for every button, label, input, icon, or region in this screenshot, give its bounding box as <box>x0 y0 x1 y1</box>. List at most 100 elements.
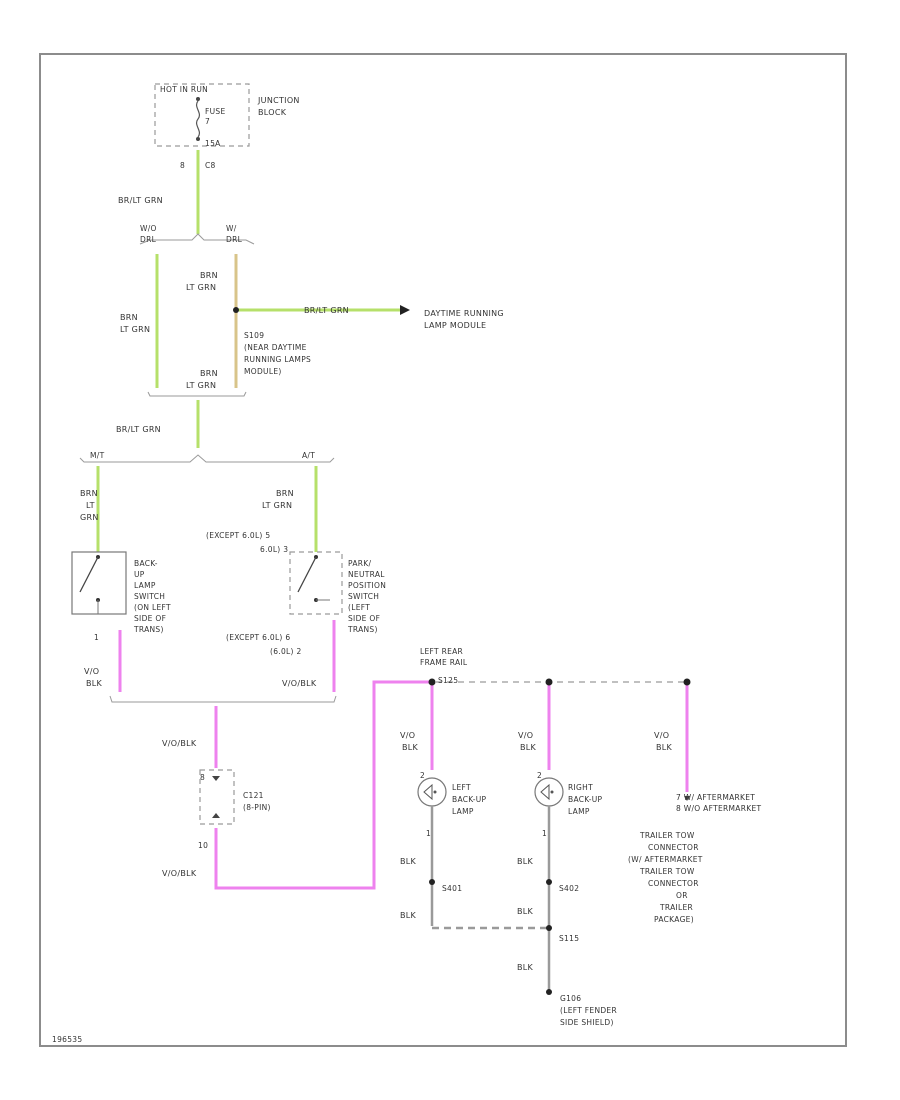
left-backup-lamp: 2 LEFT BACK-UP LAMP 1 <box>417 771 487 838</box>
l60-bottom: (6.0L) 2 <box>270 647 302 656</box>
left-lamp-pin-bottom: 1 <box>426 829 431 838</box>
trailer-label-5: CONNECTOR <box>648 879 699 888</box>
pnp-switch-label-4: SWITCH <box>348 592 379 601</box>
s401-label: S401 <box>442 884 462 893</box>
w-drl-label-1: W/ <box>226 224 237 233</box>
junction-block: HOT IN RUN FUSE 7 15A JUNCTION BLOCK 8 C… <box>154 83 300 170</box>
backup-switch-label-4: SWITCH <box>134 592 165 601</box>
drl-module-2: LAMP MODULE <box>424 321 486 330</box>
pnp-switch-label-1: PARK/ <box>348 559 372 568</box>
backup-switch-pin: 1 <box>94 633 99 642</box>
trailer-pin-2: 8 W/O AFTERMARKET <box>676 804 761 813</box>
fuse-number: 7 <box>205 117 210 126</box>
backup-switch-label-5: (ON LEFT <box>134 603 171 612</box>
pnp-switch-label-6: SIDE OF <box>348 614 380 623</box>
junction-block-name-1: JUNCTION <box>257 96 300 105</box>
pnp-switch-label-7: TRANS) <box>347 625 378 634</box>
trailer-label-4: TRAILER TOW <box>639 867 695 876</box>
wire-label-vo-blk-trailer-1: V/O <box>654 731 669 740</box>
left-lamp-label-3: LAMP <box>452 807 474 816</box>
backup-switch-label-1: BACK- <box>134 559 158 568</box>
junction-block-name-2: BLOCK <box>258 108 287 117</box>
g106-label-3: SIDE SHIELD) <box>560 1018 614 1027</box>
junction-pin: 8 <box>180 161 185 170</box>
left-lamp-label-1: LEFT <box>452 783 471 792</box>
left-rear-rail-3: S125 <box>438 676 458 685</box>
right-lamp-pin-top: 2 <box>537 771 542 780</box>
wire-label-brn-center-1: BRN <box>200 271 218 280</box>
wire-label-at-2: LT GRN <box>262 501 292 510</box>
green-wires <box>96 150 400 552</box>
connector-arrow-icon <box>684 796 690 801</box>
backup-switch-label-7: TRANS) <box>133 625 164 634</box>
backup-switch-label-2: UP <box>134 570 145 579</box>
backup-switch-label-3: LAMP <box>134 581 156 590</box>
wire-label-brn-left-1: BRN <box>120 313 138 322</box>
c121-label-2: (8-PIN) <box>243 803 271 812</box>
s402-label: S402 <box>559 884 579 893</box>
wire-label-mt-1: BRN <box>80 489 98 498</box>
trailer-label-7: TRAILER <box>659 903 693 912</box>
wire-label-vo-blk-l-lamp-2: BLK <box>402 743 419 752</box>
pnp-switch-label-3: POSITION <box>348 581 386 590</box>
wire-label-vo-blk-r-lamp-1: V/O <box>518 731 533 740</box>
wire-label-vo-blk-mid: V/O/BLK <box>162 739 197 748</box>
l60-top: 6.0L) 3 <box>260 545 288 554</box>
splice-s109-label-3: RUNNING LAMPS <box>244 355 311 364</box>
wire-label-vo-blk-right: V/O/BLK <box>282 679 317 688</box>
c121-pin-bottom: 10 <box>198 841 208 850</box>
wire-label-vo-blk-left-1: V/O <box>84 667 99 676</box>
diagram-id: 196535 <box>52 1035 82 1044</box>
left-rear-rail-1: LEFT REAR <box>420 647 463 656</box>
mt-label: M/T <box>90 451 105 460</box>
left-lamp-label-2: BACK-UP <box>452 795 487 804</box>
wire-label-brn-left-2: LT GRN <box>120 325 150 334</box>
left-lamp-pin-top: 2 <box>420 771 425 780</box>
except-60l-top: (EXCEPT 6.0L) 5 <box>206 531 270 540</box>
diagram-border <box>39 53 847 1047</box>
right-lamp-label-2: BACK-UP <box>568 795 603 804</box>
wire-label-blk-4: BLK <box>517 907 534 916</box>
connector-c121: 8 C121 (8-PIN) 10 <box>198 769 271 850</box>
wire-label-vo-blk-left-2: BLK <box>86 679 103 688</box>
right-lamp-pin-bottom: 1 <box>542 829 547 838</box>
wire-label-brlt-grn-top: BR/LT GRN <box>118 196 163 205</box>
gray-wires <box>430 806 551 990</box>
splice-s109-label-2: (NEAR DAYTIME <box>244 343 307 352</box>
fuse-label: FUSE <box>205 107 226 116</box>
wire-label-vo-blk-r-lamp-2: BLK <box>520 743 537 752</box>
s115-label: S115 <box>559 934 579 943</box>
fuse-amperage: 15A <box>205 139 221 148</box>
g106-label-1: G106 <box>560 994 581 1003</box>
wire-label-at-1: BRN <box>276 489 294 498</box>
wire-label-brn-bottom-1: BRN <box>200 369 218 378</box>
wo-drl-label-2: DRL <box>140 235 157 244</box>
wire-label-blk-5: BLK <box>517 963 534 972</box>
splice-s125 <box>428 678 436 686</box>
splice-s401 <box>429 879 435 885</box>
wire-label-mt-3: GRN <box>80 513 99 522</box>
c121-pin-top: 8 <box>200 773 205 782</box>
backup-lamp-switch: BACK- UP LAMP SWITCH (ON LEFT SIDE OF TR… <box>71 551 171 634</box>
trailer-label-3: (W/ AFTERMARKET <box>628 855 703 864</box>
splice-s402 <box>546 879 552 885</box>
wire-label-brn-bottom-2: LT GRN <box>186 381 216 390</box>
splice-s109 <box>233 307 239 313</box>
wire-label-vo-blk-trailer-2: BLK <box>656 743 673 752</box>
right-lamp-label-3: LAMP <box>568 807 590 816</box>
g106-label-2: (LEFT FENDER <box>560 1006 617 1015</box>
trailer-label-2: CONNECTOR <box>648 843 699 852</box>
junction-connector: C8 <box>205 161 216 170</box>
ground-icon <box>546 989 552 995</box>
trailer-label-6: OR <box>676 891 688 900</box>
park-neutral-switch: PARK/ NEUTRAL POSITION SWITCH (LEFT SIDE… <box>289 551 386 634</box>
fuse-icon <box>196 97 200 101</box>
junction-block-top-label: HOT IN RUN <box>160 85 208 94</box>
drl-module-1: DAYTIME RUNNING <box>424 309 504 318</box>
connector-brackets <box>79 233 337 703</box>
wire-label-brlt-grn-drl: BR/LT GRN <box>304 306 349 315</box>
trailer-label-1: TRAILER TOW <box>639 831 695 840</box>
wire-label-brlt-grn-mid: BR/LT GRN <box>116 425 161 434</box>
trailer-tow-connector: 7 W/ AFTERMARKET 8 W/O AFTERMARKET TRAIL… <box>628 793 761 924</box>
